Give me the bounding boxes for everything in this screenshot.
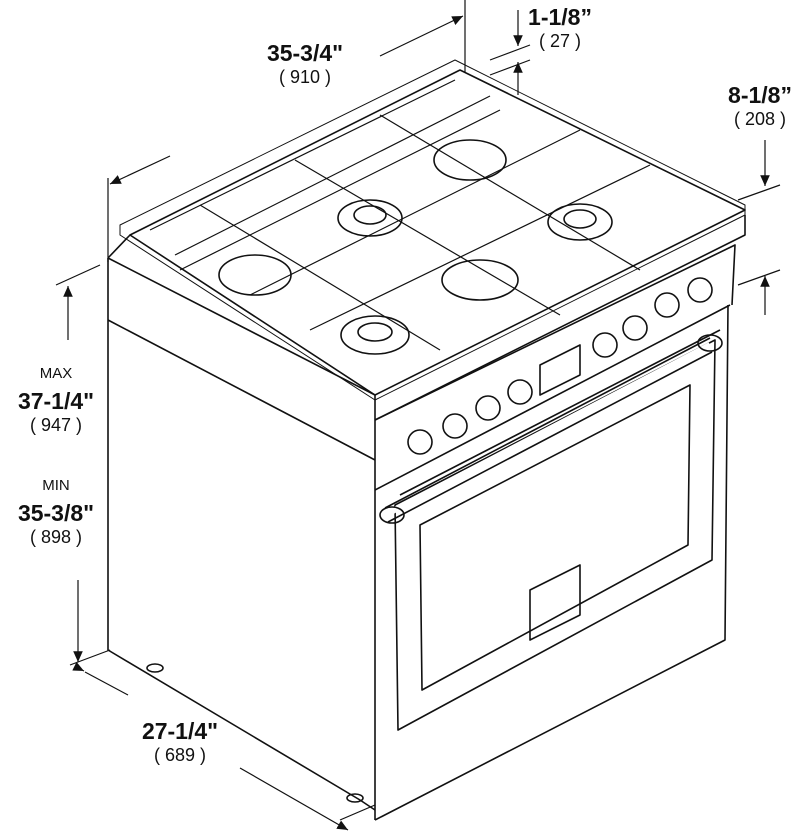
grate-height-dimension: 1-1/8” ( 27 ) <box>520 4 600 52</box>
backguard-height-imperial: 8-1/8” <box>728 82 792 108</box>
depth-imperial: 27-1/4" <box>141 718 219 744</box>
burners <box>218 139 613 355</box>
height-min-dimension: MIN 35-3/8" ( 898 ) <box>0 477 112 548</box>
height-min-imperial: 35-3/8" <box>17 500 95 526</box>
depth-metric: ( 689 ) <box>153 745 207 765</box>
height-min-caption: MIN <box>42 477 70 494</box>
height-max-metric: ( 947 ) <box>29 415 83 435</box>
backguard-height-dimension: 8-1/8” ( 208 ) <box>710 82 808 130</box>
height-max-caption: MAX <box>39 365 73 382</box>
backguard-height-metric: ( 208 ) <box>733 109 787 129</box>
grate-height-imperial: 1-1/8” <box>528 4 592 30</box>
grate-height-metric: ( 27 ) <box>538 31 581 51</box>
height-max-dimension: MAX 37-1/4" ( 947 ) <box>0 365 112 436</box>
knobs <box>407 277 713 455</box>
width-imperial: 35-3/4" <box>266 40 344 66</box>
dimension-lines <box>55 0 781 831</box>
width-dimension: 35-3/4" ( 910 ) <box>240 40 370 88</box>
width-metric: ( 910 ) <box>278 67 332 87</box>
range-body <box>107 59 746 821</box>
height-min-metric: ( 898 ) <box>29 527 83 547</box>
height-max-imperial: 37-1/4" <box>17 388 95 414</box>
depth-dimension: 27-1/4" ( 689 ) <box>120 718 240 766</box>
